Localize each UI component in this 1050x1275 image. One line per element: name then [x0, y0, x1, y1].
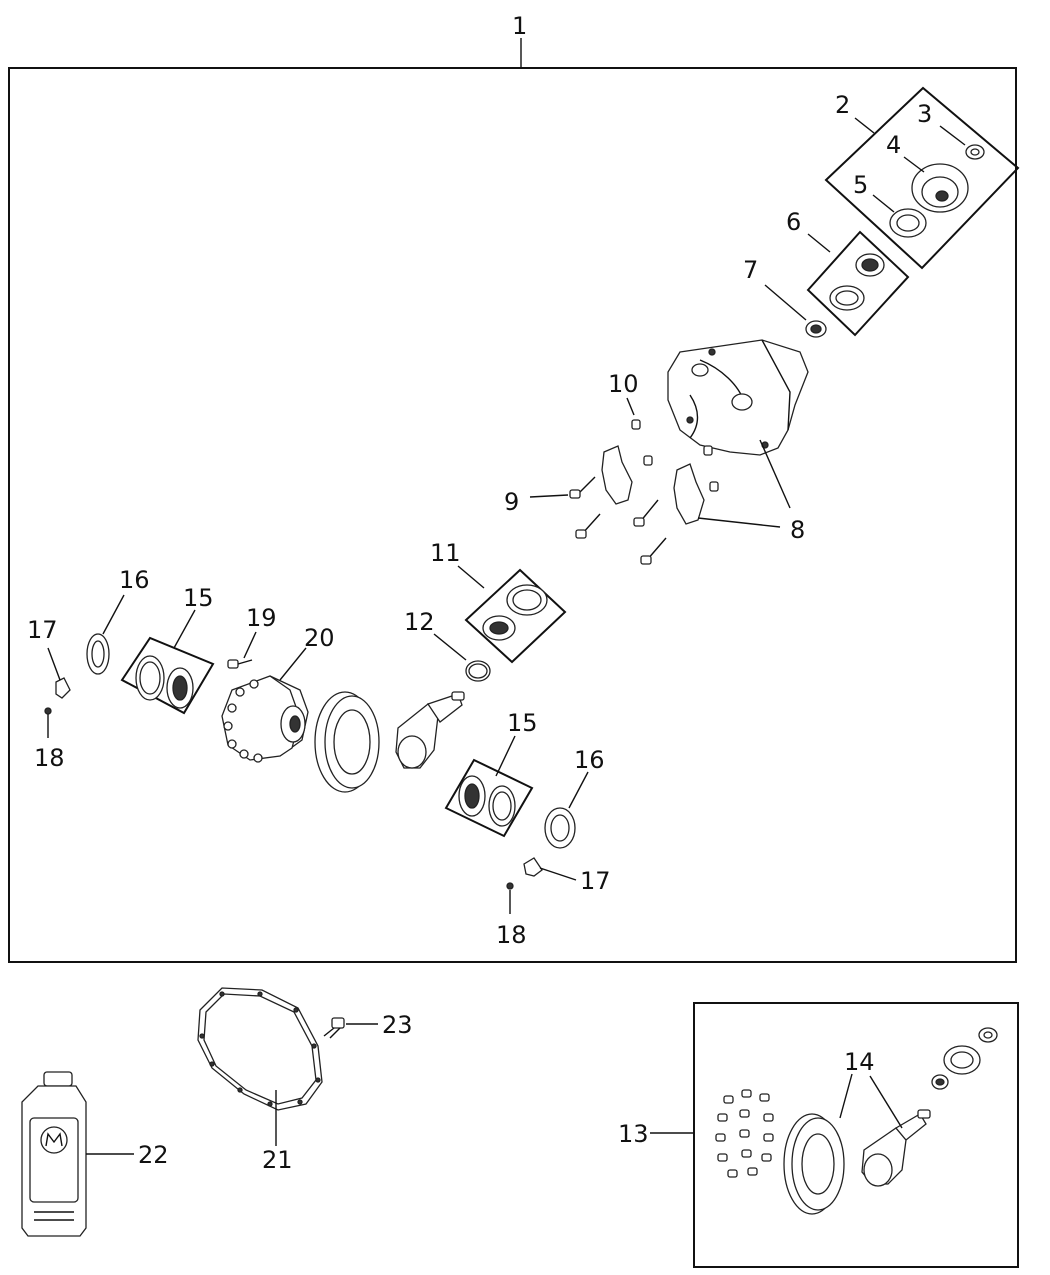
gear-oil-bottle: [21, 1071, 87, 1237]
callout-21: 21: [262, 1146, 293, 1174]
brand-logo: [40, 1126, 68, 1154]
case-bolt: [227, 659, 239, 669]
kit-seal-nut: [931, 1027, 998, 1090]
ring-gear: [314, 691, 380, 793]
callout-20: 20: [304, 624, 335, 652]
callout-16-right: 16: [574, 746, 605, 774]
left-side-bearing-kit: [120, 636, 215, 715]
callout-6: 6: [786, 208, 801, 236]
callout-2: 2: [835, 91, 850, 119]
right-adjuster-lock: [523, 857, 543, 877]
callout-17-right: 17: [580, 867, 611, 895]
drive-pinion: [395, 691, 465, 769]
callout-9: 9: [504, 488, 519, 516]
callout-3: 3: [917, 100, 932, 128]
differential-case: [221, 675, 309, 763]
callout-14: 14: [844, 1048, 875, 1076]
cover-gasket: [197, 987, 323, 1111]
cap-bolts: [569, 476, 667, 565]
callout-4: 4: [886, 131, 901, 159]
right-side-bearing-kit: [444, 758, 534, 838]
left-lock-nut: [44, 707, 52, 715]
callout-13: 13: [618, 1120, 649, 1148]
callout-1: 1: [512, 12, 527, 40]
left-adjuster: [86, 633, 110, 675]
callout-18-right: 18: [496, 921, 527, 949]
differential-housing: [667, 339, 809, 456]
callout-15-left: 15: [183, 584, 214, 612]
ring-pinion-kit-box: [693, 1002, 1019, 1268]
callout-10: 10: [608, 370, 639, 398]
right-adjuster: [544, 807, 576, 849]
pinion-seal-kit: 2 3 4 5: [824, 86, 1020, 270]
callout-16-left: 16: [119, 566, 150, 594]
callout-18-left: 18: [34, 744, 65, 772]
cap-bolt-nut: [631, 419, 641, 430]
left-adjuster-lock: [55, 677, 71, 699]
inner-pinion-bearing-kit: [464, 568, 567, 664]
callout-22: 22: [138, 1141, 169, 1169]
kit-drive-pinion: [861, 1109, 931, 1187]
callout-15-right: 15: [507, 709, 538, 737]
kit-ring-gear: [783, 1113, 845, 1215]
callout-19: 19: [246, 604, 277, 632]
callout-17-left: 17: [27, 616, 58, 644]
callout-12: 12: [404, 608, 435, 636]
right-lock-nut: [506, 882, 514, 890]
callout-23: 23: [382, 1011, 413, 1039]
assembly-frame: [8, 67, 1017, 963]
callout-8: 8: [790, 516, 805, 544]
cover-bolt: [323, 1017, 345, 1039]
outer-pinion-bearing-kit: 6: [786, 208, 910, 337]
callout-11: 11: [430, 539, 461, 567]
bearing-caps: [601, 445, 705, 525]
callout-7: 7: [743, 256, 758, 284]
kit-ring-bolts: [715, 1089, 774, 1178]
callout-5: 5: [853, 171, 868, 199]
